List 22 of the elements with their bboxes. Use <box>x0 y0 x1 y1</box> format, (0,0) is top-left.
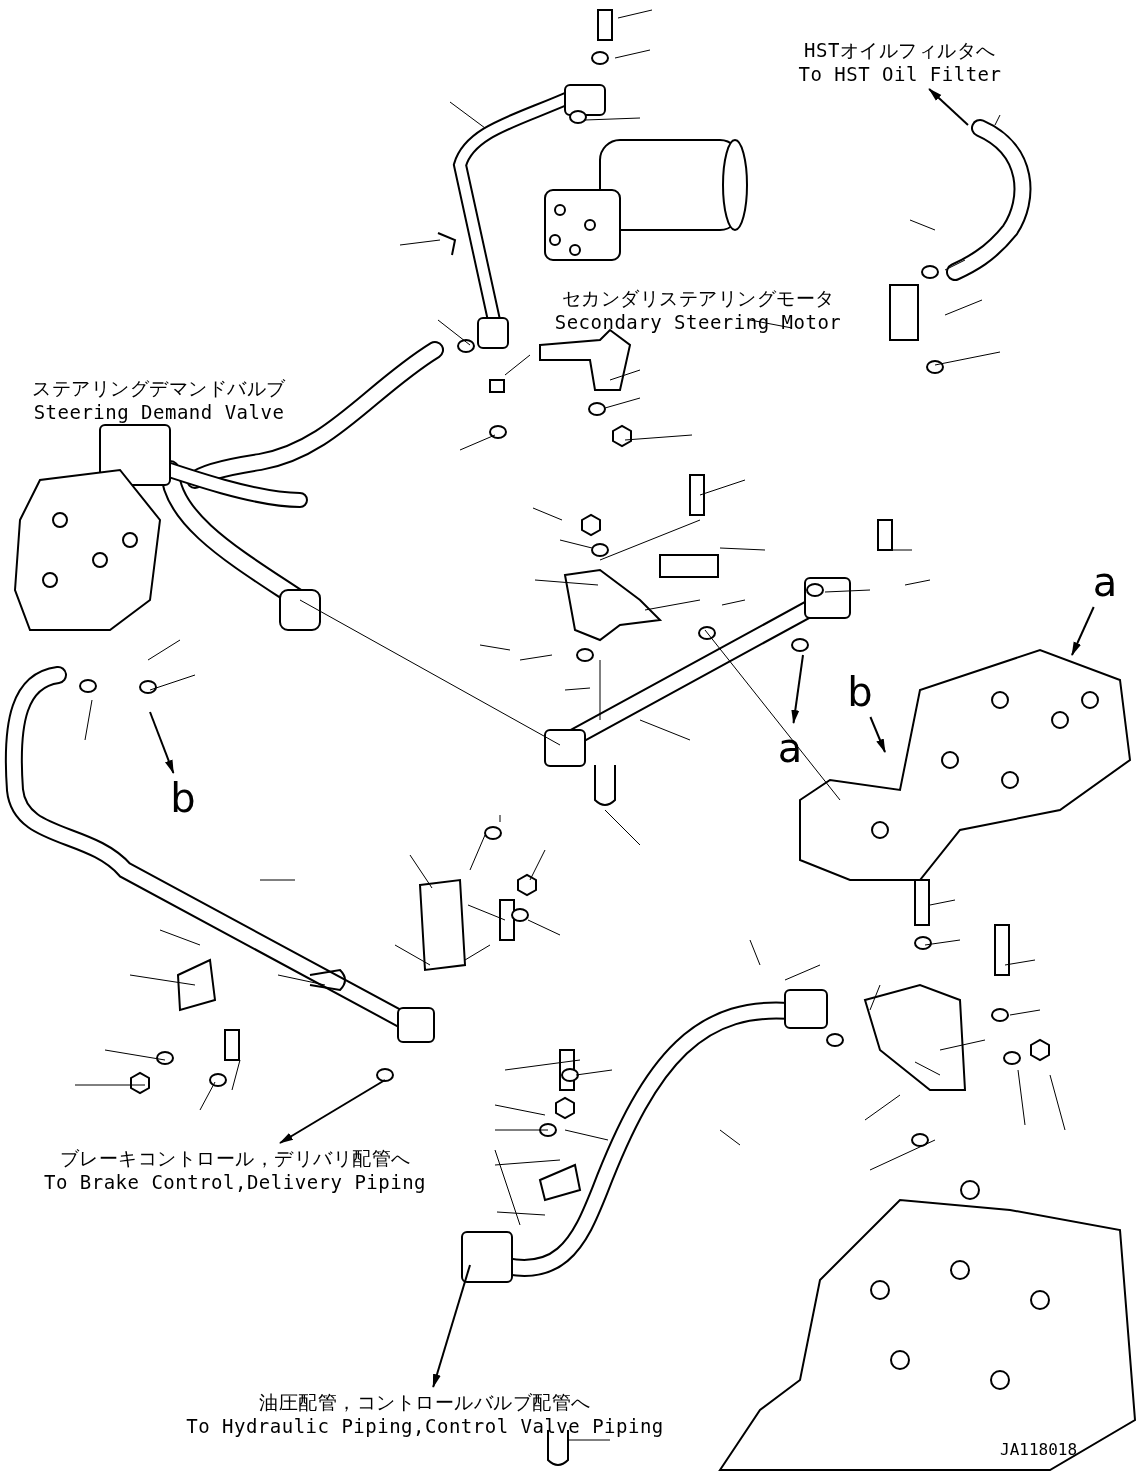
reference-letter: a <box>775 726 805 770</box>
arrow <box>791 654 804 724</box>
part-label: Steering Demand Valve <box>32 400 286 424</box>
arrow <box>928 88 969 126</box>
arrow <box>279 1079 386 1144</box>
reference-letter: b <box>845 670 875 714</box>
part-label: ステアリングデマンドバルブ <box>31 376 287 400</box>
part-label: Secondary Steering Motor <box>553 310 843 334</box>
reference-letter: a <box>1090 560 1120 604</box>
arrow <box>1071 606 1095 656</box>
arrow <box>869 716 886 753</box>
arrow <box>149 711 175 774</box>
part-label: To Brake Control,Delivery Piping <box>42 1170 427 1194</box>
part-label: 油圧配管，コントロールバルブ配管へ <box>258 1390 592 1414</box>
part-label: To Hydraulic Piping,Control Valve Piping <box>185 1414 665 1438</box>
part-label: ブレーキコントロール，デリバリ配管へ <box>58 1146 412 1170</box>
part-label: HSTオイルフィルタへ <box>803 38 997 62</box>
part-label: To HST Oil Filter <box>797 62 1003 86</box>
reference-letter: b <box>168 776 198 820</box>
drawing-number: JA118018 <box>1000 1440 1078 1459</box>
part-label: セカンダリステアリングモータ <box>560 286 836 310</box>
arrow <box>432 1264 471 1388</box>
